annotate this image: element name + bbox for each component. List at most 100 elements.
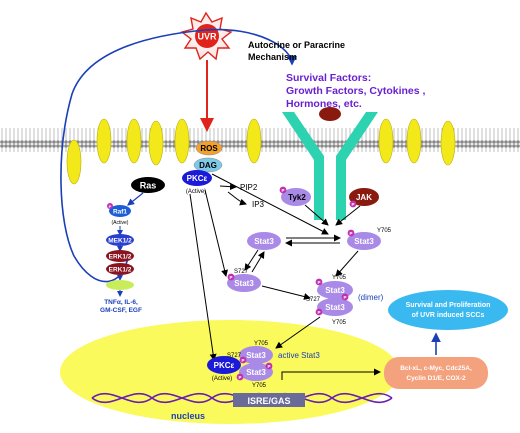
- jak-to-stat3-arrow: [335, 205, 361, 226]
- stat3-nuclear-bottom: [239, 363, 273, 381]
- phospho-mark: P: [279, 186, 287, 194]
- pkce-membrane-state: (Active): [186, 189, 206, 195]
- phospho-mark: P: [236, 373, 244, 381]
- stat3-y705-phosphorylated: [347, 232, 381, 250]
- target-genes-line1: Bcl-xL, c-Myc, Cdc25A,: [400, 365, 472, 372]
- outcome-line2: of UVR induced SCCs: [412, 312, 485, 319]
- erk-label-b: ERK1/2: [109, 267, 132, 274]
- target-genes-line2: Cyclin D1/E, COX-2: [406, 375, 466, 382]
- unlabeled-factor-oval: [106, 280, 134, 290]
- active-stat3-label: active Stat3: [278, 351, 320, 360]
- phospho-mark: P: [239, 356, 247, 364]
- pkce-to-stat3-s727-arrow: [204, 189, 228, 277]
- isre-gas-box: [233, 393, 305, 407]
- jak-label: JAK: [356, 193, 372, 202]
- stat3-nuclear-top-label: Stat3: [246, 351, 266, 360]
- svg-text:P: P: [317, 310, 320, 315]
- svg-text:P: P: [241, 358, 244, 363]
- dimer-to-nucleus-arrow: [275, 316, 321, 349]
- survival-factors-line2: Growth Factors, Cytokines ,: [286, 85, 426, 97]
- nuclear-s727: S727: [227, 353, 242, 359]
- svg-text:P: P: [349, 231, 352, 236]
- cytokine-outputs-line1: TNFα, IL-6,: [104, 299, 138, 306]
- mechanism-line2: Mechanism: [248, 52, 297, 62]
- dimer-y705-top: Y705: [332, 275, 347, 281]
- mek-oval: [106, 234, 134, 246]
- pkce-membrane-label: PKCε: [187, 174, 208, 183]
- ip3-label: IP3: [252, 200, 265, 209]
- stat3-nuclear-top: [239, 346, 273, 364]
- stat3-cytosolic: [247, 232, 281, 250]
- stat3-s727-phosphorylated: [227, 274, 261, 292]
- ros-label: ROS: [200, 144, 218, 153]
- dimer-y705-bottom: Y705: [332, 320, 347, 326]
- nuclear-y705-bottom: Y705: [252, 383, 267, 389]
- nucleus-label: nucleus: [171, 411, 205, 421]
- pip2-label: PIP2: [240, 183, 258, 192]
- pkce-nuclear-label: PKCε: [214, 361, 235, 370]
- phospho-mark: P: [349, 200, 357, 208]
- phospho-mark: P: [347, 229, 355, 237]
- ras-to-raf-arrow: [127, 192, 144, 206]
- survival-factors-title: Survival Factors:: [286, 72, 371, 84]
- phospho-marks: P P P P P P P P P P P: [107, 186, 357, 381]
- tyk2-label: Tyk2: [288, 193, 306, 202]
- erk-label-a: ERK1/2: [109, 254, 132, 261]
- svg-text:P: P: [281, 188, 284, 193]
- phospho-mark: P: [315, 308, 323, 316]
- pkce-nuclear-state: (Active): [212, 376, 232, 382]
- ros-oval: [195, 140, 223, 156]
- erk-oval-b: [106, 263, 134, 275]
- target-genes-box: [384, 357, 488, 389]
- s727-to-stat3-arrow: [251, 251, 265, 273]
- stat3-dimer-bottom: [317, 298, 353, 316]
- outcome-line1: Survival and Proliferation: [406, 302, 491, 309]
- tyk2-oval: [281, 188, 311, 206]
- stat3-y705-phosphorylated-label: Stat3: [354, 237, 374, 246]
- stat3-nuclear-bottom-label: Stat3: [246, 368, 266, 377]
- erk-oval-a: [106, 250, 134, 262]
- transcription-arrow: [281, 368, 381, 380]
- dag-oval: [193, 157, 223, 173]
- phospho-mark: P: [315, 278, 323, 286]
- ligand: [319, 107, 341, 121]
- nuclear-y705-top: Y705: [254, 341, 269, 347]
- svg-text:P: P: [351, 202, 354, 207]
- stat3-dimer-bottom-label: Stat3: [325, 303, 345, 312]
- raf1-state: (Active): [112, 220, 129, 226]
- ip3-arrow: [227, 191, 247, 206]
- stat3-cytosolic-label: Stat3: [254, 237, 274, 246]
- pip2-arrow: [219, 183, 237, 191]
- svg-text:P: P: [317, 280, 320, 285]
- raf1-oval: [109, 205, 131, 217]
- phospho-mark: P: [107, 203, 113, 209]
- raf1-label: Raf1: [113, 209, 127, 216]
- svg-text:P: P: [238, 375, 241, 380]
- dimer-s727: S727: [306, 297, 321, 303]
- jak-oval: [349, 188, 379, 206]
- tyk2-to-stat3-arrow: [304, 204, 329, 226]
- stat3-s727-site-label: S727: [234, 269, 249, 275]
- svg-text:P: P: [109, 204, 112, 209]
- stat3-y705-site-label: Y705: [377, 228, 392, 234]
- pkce-membrane-oval: [182, 170, 212, 186]
- pkce-nuclear-oval: [207, 356, 241, 374]
- uvr-label: UVR: [197, 32, 217, 42]
- stat3-s727-phosphorylated-label: Stat3: [234, 279, 254, 288]
- s727-to-dimer-arrow: [261, 285, 311, 300]
- svg-text:P: P: [343, 295, 346, 300]
- stat3-to-s727-arrow: [244, 249, 259, 271]
- y705-to-dimer-arrow: [335, 250, 359, 277]
- dag-label: DAG: [199, 161, 217, 170]
- dimer-label: (dimer): [358, 293, 384, 302]
- cytokine-receptor: [282, 112, 378, 220]
- pkce-to-nuclear-arrow: [189, 193, 217, 361]
- cytokine-outputs-line2: GM-CSF, EGF: [100, 307, 142, 314]
- autocrine-loop: [60, 28, 297, 283]
- svg-text:P: P: [267, 364, 270, 369]
- phospho-mark: P: [265, 362, 273, 370]
- pkce-to-jak-arrow: [211, 173, 329, 235]
- survival-factors-line3: Hormones, etc.: [286, 98, 362, 110]
- ras-oval: [131, 177, 165, 193]
